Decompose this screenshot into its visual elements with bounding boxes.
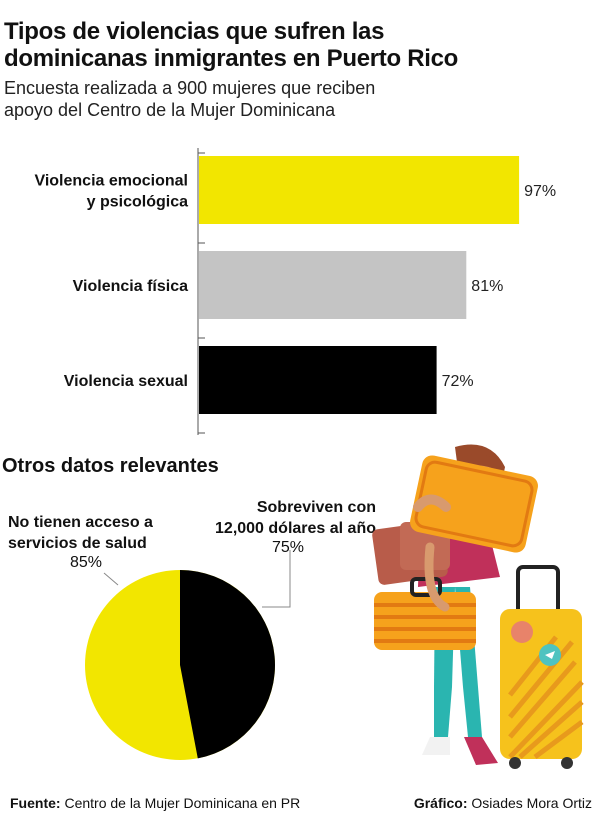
category-label: Violencia emocional [34, 173, 188, 190]
income-value: 75% [272, 539, 305, 556]
subtitle-line-1: Encuesta realizada a 900 mujeres que rec… [4, 78, 376, 98]
income-label-line-2: 12,000 dólares al año [215, 520, 376, 537]
woman-with-luggage-icon [372, 444, 584, 769]
credit-text: Osiades Mora Ortiz [471, 795, 592, 811]
chart-title: Tipos de violencias que sufren las domin… [4, 18, 594, 72]
health-label-line-2: servicios de salud [8, 535, 147, 552]
source-note: Fuente: Centro de la Mujer Dominicana en… [10, 795, 300, 811]
title-line-1: Tipos de violencias que sufren las [4, 18, 385, 45]
bar-value-label: 97% [524, 183, 556, 200]
chart-subtitle: Encuesta realizada a 900 mujeres que rec… [4, 77, 594, 121]
bar [199, 156, 520, 224]
source-label: Fuente: [10, 795, 61, 811]
title-line-2: dominicanas inmigrantes en Puerto Rico [4, 45, 459, 72]
health-label-line-1: No tienen acceso a [8, 514, 153, 531]
section-title-other-data: Otros datos relevantes [2, 455, 219, 477]
bar-value-label: 81% [471, 278, 503, 295]
health-access-label: No tienen acceso a servicios de salud [8, 512, 153, 554]
leader-line [103, 572, 119, 586]
pie-chart [85, 550, 291, 760]
bar [199, 346, 437, 414]
pie-slice [180, 570, 276, 759]
income-label: Sobreviven con 12,000 dólares al año [200, 497, 376, 539]
category-label: Violencia física [73, 278, 188, 295]
income-label-line-1: Sobreviven con [256, 499, 376, 516]
credit-note: Gráfico: Osiades Mora Ortiz [414, 795, 592, 811]
bar-value-label: 72% [442, 373, 474, 390]
bar-chart: 97% Violencia emocional y psicológica 81% Vi… [34, 148, 556, 435]
credit-label: Gráfico: [413, 795, 468, 811]
category-label: y psicológica [87, 194, 188, 211]
source-text: Centro de la Mujer Dominicana en PR [64, 795, 301, 811]
bar [199, 251, 467, 319]
health-access-value: 85% [70, 554, 103, 571]
category-label: Violencia sexual [64, 373, 188, 390]
leader-line [262, 550, 291, 608]
subtitle-line-2: apoyo del Centro de la Mujer Dominicana [4, 100, 336, 120]
